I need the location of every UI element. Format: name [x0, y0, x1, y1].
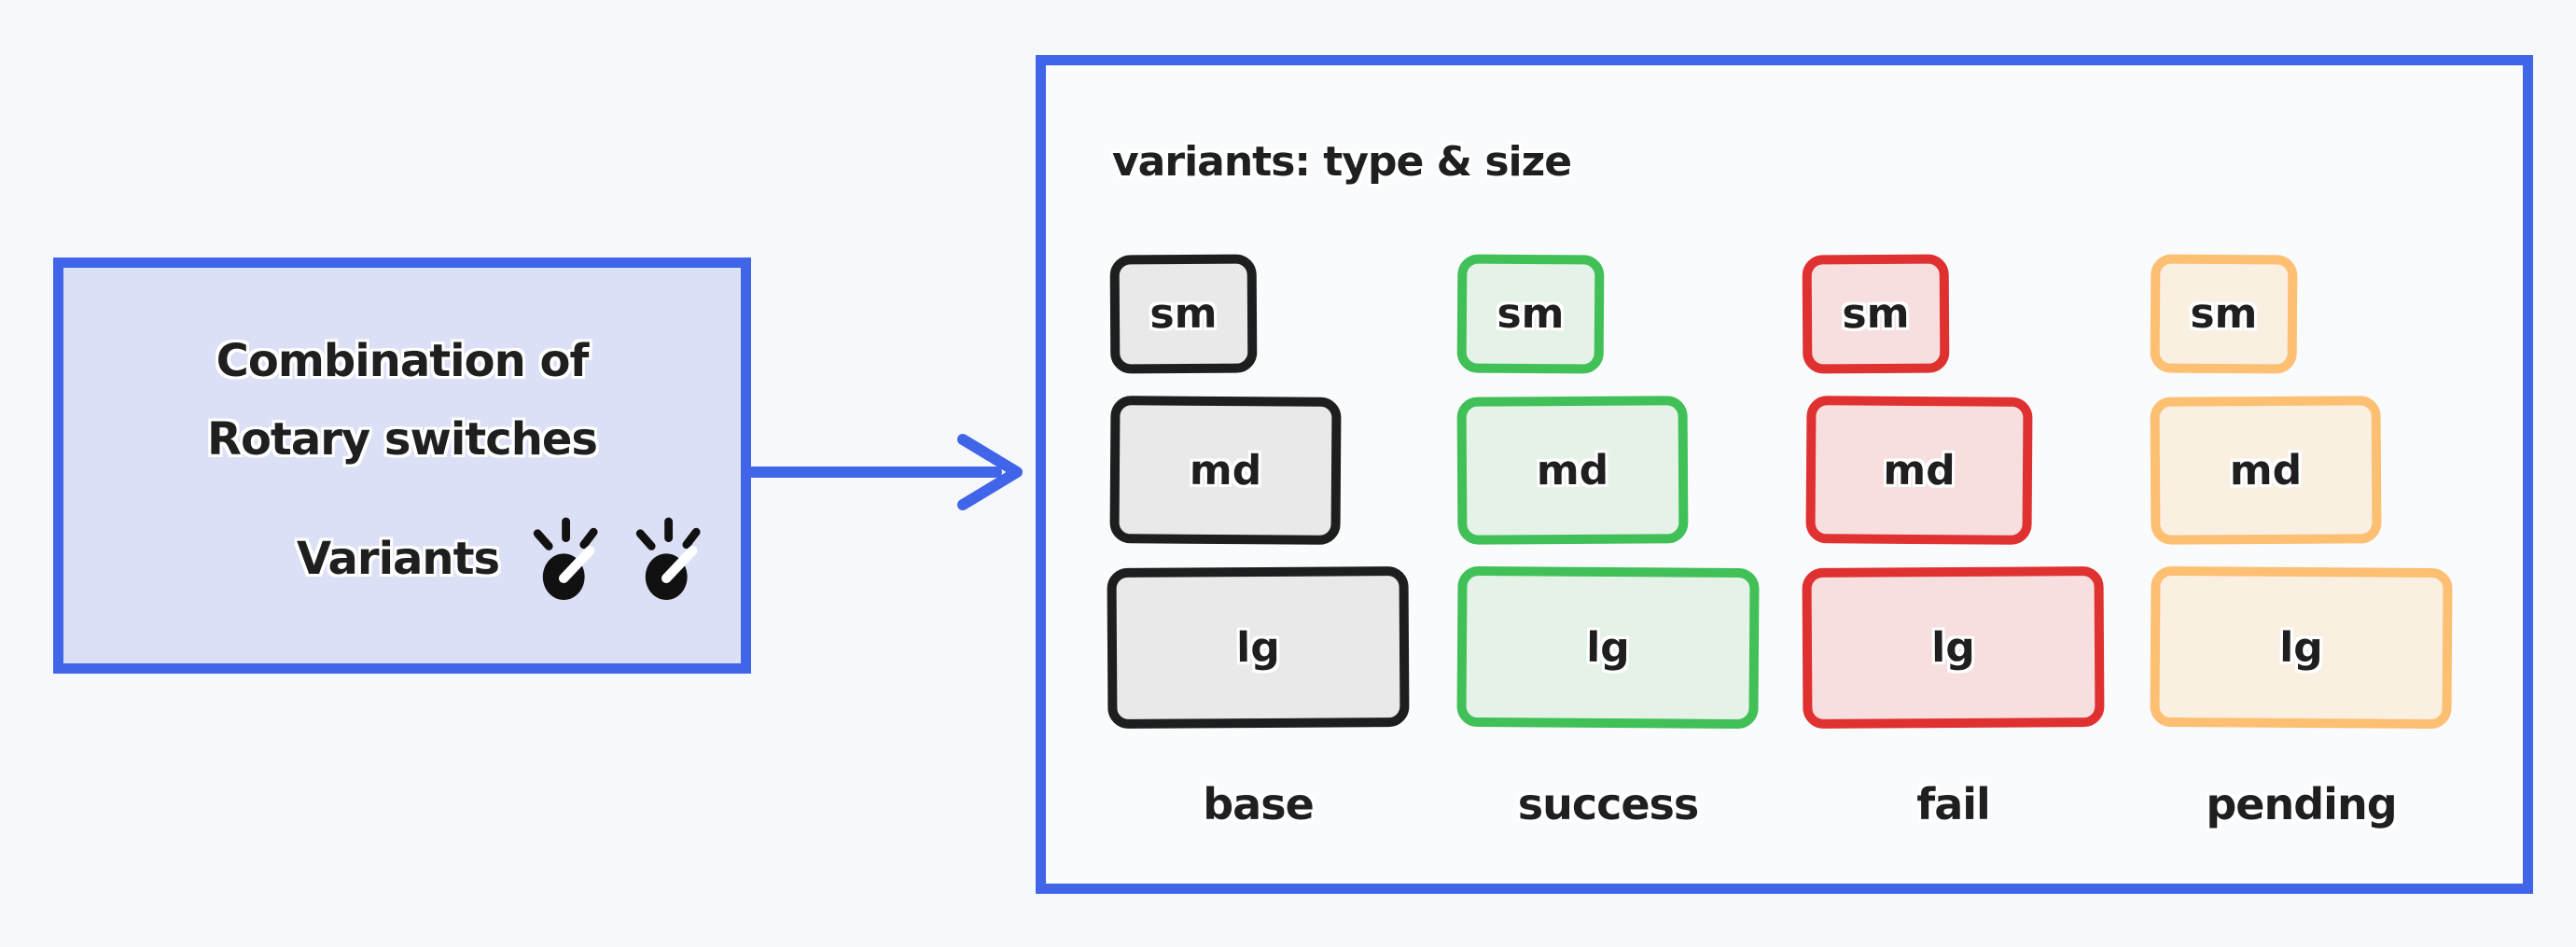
- variant-cell-base-lg: lg: [1107, 566, 1410, 729]
- panel-title: variants: type & size: [1112, 138, 1572, 186]
- variant-cell-success-lg: lg: [1456, 565, 1760, 730]
- variants-label: Variants: [297, 533, 500, 585]
- rotary-knob-icon: [533, 517, 598, 600]
- variants-panel: variants: type & size sm md lg base sm m…: [1036, 55, 2533, 894]
- variant-cell-pending-lg: lg: [2150, 565, 2453, 730]
- rotary-knob-icon: [635, 517, 701, 600]
- source-title-line2: Rotary switches: [206, 413, 598, 466]
- variant-cell-success-md: md: [1456, 396, 1689, 545]
- column-label-success: success: [1517, 779, 1700, 829]
- variants-row: Variants: [297, 512, 704, 606]
- variant-cell-fail-md: md: [1805, 396, 2033, 545]
- variant-cell-pending-sm: sm: [2150, 254, 2298, 374]
- variant-cell-pending-md: md: [2150, 396, 2382, 545]
- column-label-base: base: [1203, 779, 1315, 829]
- variant-cell-base-md: md: [1109, 396, 1342, 545]
- source-box-title: Combination of Rotary switches: [63, 322, 741, 479]
- column-label-fail: fail: [1916, 779, 1991, 829]
- column-label-pending: pending: [2206, 779, 2397, 829]
- variant-cell-fail-sm: sm: [1802, 254, 1950, 374]
- source-box: Combination of Rotary switches Variants: [53, 258, 751, 674]
- right-arrow: [746, 434, 1023, 510]
- variant-cell-success-sm: sm: [1456, 254, 1605, 374]
- variant-cell-fail-lg: lg: [1802, 566, 2105, 729]
- source-title-line1: Combination of: [216, 335, 590, 387]
- variant-cell-base-sm: sm: [1109, 254, 1258, 374]
